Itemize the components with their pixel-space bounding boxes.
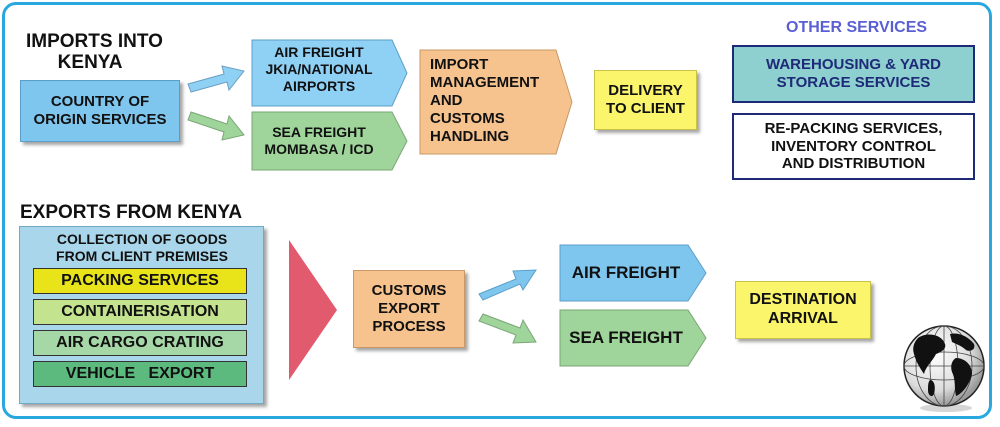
customs-export-process-box: CUSTOMS EXPORT PROCESS: [353, 270, 465, 348]
air-cargo-crating-item: AIR CARGO CRATING: [33, 330, 247, 356]
warehousing-box: WAREHOUSING & YARD STORAGE SERVICES: [732, 45, 975, 103]
packing-services-item: PACKING SERVICES: [33, 268, 247, 294]
exports-heading: EXPORTS FROM KENYA: [20, 202, 243, 223]
import-air-freight-label: AIR FREIGHT JKIA/NATIONAL AIRPORTS: [265, 44, 373, 94]
import-customs-label: IMPORT MANAGEMENT AND CUSTOMS HANDLING: [430, 56, 540, 145]
import-air-freight-shape: [251, 39, 408, 107]
other-services-heading: OTHER SERVICES: [786, 19, 928, 36]
export-sea-freight-shape: [559, 309, 707, 367]
arrow-to-export-air-icon: [478, 269, 537, 301]
export-collection-label: COLLECTION OF GOODS FROM CLIENT PREMISES: [56, 231, 228, 264]
globe-icon: [903, 325, 985, 412]
imports-heading: IMPORTS INTO KENYA: [26, 31, 163, 73]
export-flow-triangle-icon: [289, 240, 337, 380]
export-air-freight-shape: [559, 244, 707, 302]
export-air-freight-label: AIR FREIGHT: [571, 263, 681, 282]
containerisation-item: CONTAINERISATION: [33, 299, 247, 325]
import-sea-freight-label: SEA FREIGHT MOMBASA / ICD: [264, 124, 374, 157]
export-sea-freight-label: SEA FREIGHT: [569, 328, 683, 347]
delivery-to-client-box: DELIVERY TO CLIENT: [594, 70, 697, 130]
repacking-box: RE-PACKING SERVICES, INVENTORY CONTROL A…: [732, 113, 975, 180]
country-of-origin-box: COUNTRY OF ORIGIN SERVICES: [20, 80, 180, 142]
import-sea-freight-shape: [251, 111, 408, 171]
vehicle-export-item: VEHICLE EXPORT: [33, 361, 247, 387]
arrow-to-export-sea-icon: [478, 313, 537, 344]
destination-arrival-box: DESTINATION ARRIVAL: [735, 281, 871, 339]
arrow-to-air-freight-icon: [187, 65, 245, 93]
arrow-to-sea-freight-icon: [187, 111, 245, 141]
import-customs-shape: [419, 49, 573, 155]
